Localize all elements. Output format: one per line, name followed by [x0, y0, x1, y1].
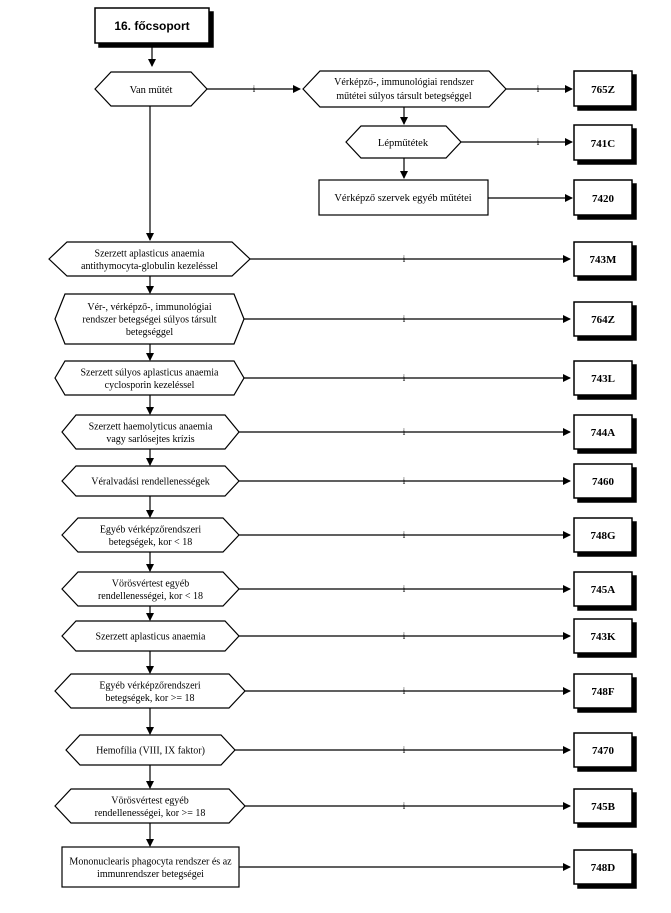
decision-label: rendellenességei, kor >= 18 [95, 808, 206, 819]
branch-marker: i [537, 84, 540, 94]
decision-label: Egyéb vérképzőrendszeri [100, 524, 202, 535]
lepmutetek-label: Lépműtétek [378, 138, 429, 149]
code-box: 743L [573, 360, 633, 396]
decision-node: Szerzett aplasticus anaemia [61, 620, 240, 652]
decision-label: cyclosporin kezeléssel [105, 380, 195, 391]
branch-marker: i [403, 254, 406, 264]
code-box: 743M [573, 241, 633, 277]
process-shape [61, 846, 240, 888]
surgery-severe-line-2: műtétei súlyos társult betegséggel [336, 91, 471, 102]
code-label: 7470 [592, 745, 615, 757]
code-label: 745A [591, 584, 616, 596]
decision-node: Vörösvértest egyéb rendellenességei, kor … [61, 571, 240, 607]
branch-marker: i [403, 686, 406, 696]
code-label: 764Z [591, 314, 615, 326]
code-label: 744A [591, 427, 616, 439]
code-box: 748D [573, 849, 633, 885]
code-label: 748D [591, 862, 616, 874]
decision-label: betegségek, kor >= 18 [105, 693, 194, 704]
code-box: 745A [573, 571, 633, 607]
decision-node: Vér-, vérképző-, immunológiai rendszer be… [54, 293, 245, 345]
decision-label: Vér-, vérképző-, immunológiai [87, 302, 211, 313]
decision-node: Hemofília (VIII, IX faktor) [65, 734, 236, 766]
surgery-severe-line-1: Vérképző-, immunológiai rendszer [334, 77, 474, 88]
decision-node: Egyéb vérképzőrendszeri betegségek, kor >… [54, 673, 246, 709]
decision-node: Szerzett súlyos aplasticus anaemia cyclos… [54, 360, 245, 396]
branch-marker: i [403, 427, 406, 437]
code-box: 745B [573, 788, 633, 824]
branch-marker: i [403, 745, 406, 755]
decision-label: Egyéb vérképzőrendszeri [99, 680, 201, 691]
code-label: 743M [590, 254, 618, 266]
branch-marker: i [403, 476, 406, 486]
lepmutetek-node: Lépműtétek [345, 125, 462, 159]
decision-node: Szerzett haemolyticus anaemia vagy sarlós… [61, 414, 240, 450]
decision-node: Véralvadási rendellenességek [61, 465, 240, 497]
start-node: 16. főcsoport [94, 7, 210, 44]
decision-label: Szerzett aplasticus anaemia [96, 632, 207, 643]
decision-label: Véralvadási rendellenességek [91, 477, 210, 488]
code-label: 743K [590, 631, 616, 643]
decision-label: Vörösvértest egyéb [112, 578, 189, 589]
branch-marker: i [403, 530, 406, 540]
decision-label: Szerzett haemolyticus anaemia [89, 421, 213, 432]
code-box: 748G [573, 517, 633, 553]
code-box-741C: 741C [573, 124, 633, 161]
decision-label: rendellenességei, kor < 18 [98, 591, 203, 602]
code-box: 748F [573, 673, 633, 709]
other-surgery-node: Vérképző szervek egyéb műtétei [318, 179, 489, 216]
code-label: 748F [591, 686, 615, 698]
decision-node: Egyéb vérképzőrendszeri betegségek, kor <… [61, 517, 240, 553]
code-box: 7470 [573, 732, 633, 768]
code-box: 743K [573, 618, 633, 654]
branch-marker: i [403, 373, 406, 383]
decision-label: Szerzett súlyos aplasticus anaemia [80, 367, 219, 378]
branch-marker: i [403, 584, 406, 594]
decision-label: Mononuclearis phagocyta rendszer és az [69, 856, 232, 867]
decision-label: antithymocyta-globulin kezeléssel [81, 261, 218, 272]
surgery-severe-node: Vérképző-, immunológiai rendszer műtétei… [302, 70, 507, 108]
code-box: 764Z [573, 301, 633, 337]
code-box-765Z: 765Z [573, 70, 633, 107]
van-mutet-label: Van műtét [130, 85, 173, 96]
decision-node: Mononuclearis phagocyta rendszer és az im… [61, 846, 240, 888]
code-label: 7420 [592, 193, 615, 205]
code-box-7420: 7420 [573, 179, 633, 216]
decision-label: Vörösvértest egyéb [111, 795, 188, 806]
decision-label: Szerzett aplasticus anaemia [95, 248, 206, 259]
decision-label: Hemofília (VIII, IX faktor) [96, 746, 205, 757]
code-label: 741C [591, 138, 616, 150]
decision-node: Vörösvértest egyéb rendellenességei, kor … [54, 788, 246, 824]
branch-marker: i [403, 314, 406, 324]
decision-rows: Szerzett aplasticus anaemia antithymocyta… [48, 241, 633, 888]
other-surgery-label: Vérképző szervek egyéb műtétei [334, 193, 471, 204]
code-label: 745B [591, 801, 616, 813]
code-box: 7460 [573, 463, 633, 499]
decision-label: rendszer betegségei súlyos társult [82, 315, 216, 326]
branch-marker: i [403, 631, 406, 641]
van-mutet-node: Van műtét [94, 71, 208, 107]
decision-label: immunrendszer betegségei [97, 869, 204, 880]
branch-marker: i [253, 84, 256, 94]
code-label: 743L [591, 373, 615, 385]
decision-label: betegségek, kor < 18 [109, 537, 192, 548]
start-label: 16. főcsoport [114, 19, 189, 33]
decision-node: Szerzett aplasticus anaemia antithymocyta… [48, 241, 251, 277]
branch-marker: i [537, 137, 540, 147]
code-label: 748G [590, 530, 616, 542]
code-label: 765Z [591, 84, 615, 96]
branch-marker: i [403, 801, 406, 811]
code-box: 744A [573, 414, 633, 450]
code-label: 7460 [592, 476, 615, 488]
decision-label: betegséggel [126, 327, 173, 338]
decision-label: vagy sarlósejtes krízis [106, 434, 194, 445]
